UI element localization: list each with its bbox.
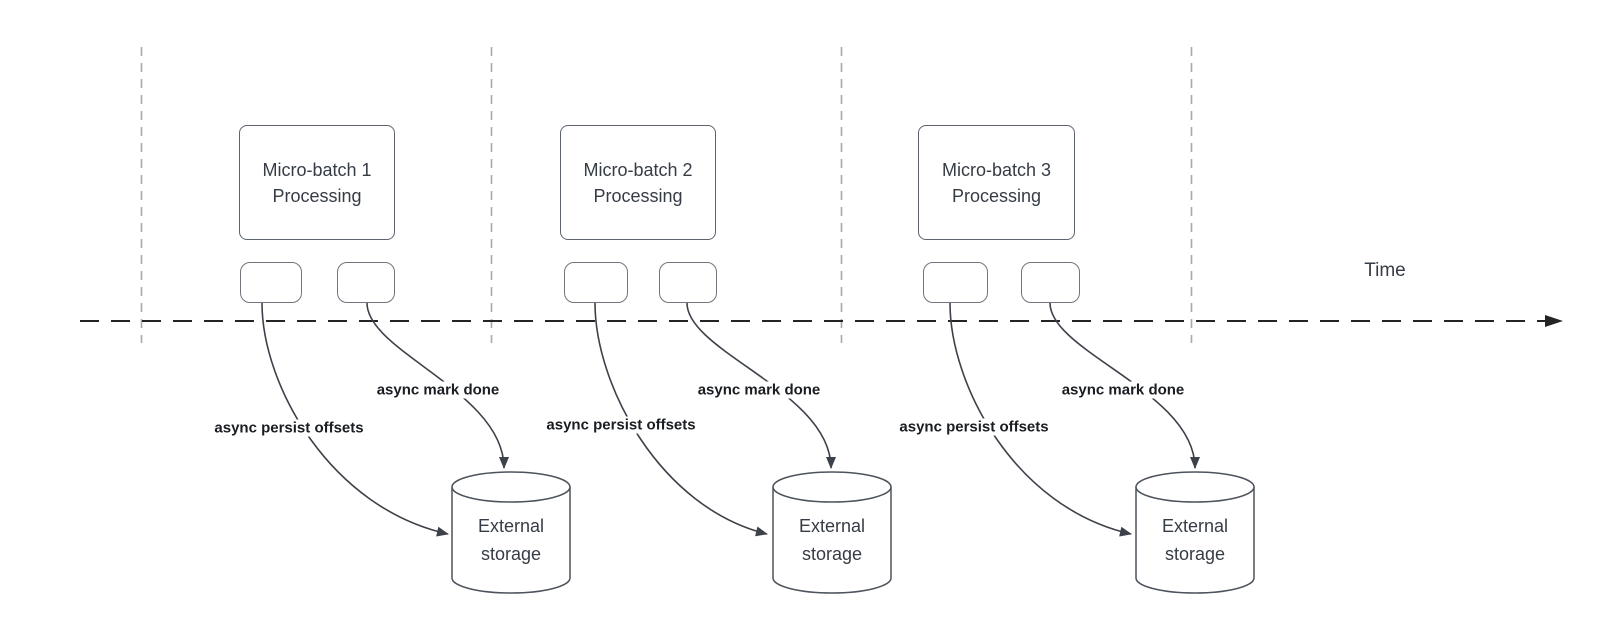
async-mark-done-task-box-1 [337, 262, 395, 303]
cylinder-body [1135, 471, 1255, 594]
persist-offsets-label-2: async persist offsets [543, 416, 699, 434]
persist-offsets-arrow-1 [261, 302, 449, 537]
mark-done-label-2: async mark done [694, 381, 824, 399]
external-storage-cylinder-2 [772, 471, 892, 594]
async-mark-done-task-box-3 [1021, 262, 1080, 303]
async-persist-task-box-3 [923, 262, 988, 303]
micro-batch-3-title: Micro-batch 3 Processing [941, 159, 1052, 206]
external-storage-label-2: External storage [798, 516, 866, 564]
cylinder-lid-arc [1135, 486, 1255, 503]
mark-done-arrow-2 [686, 302, 836, 469]
external-storage-cylinder-3 [1135, 471, 1255, 594]
cylinder-lid-arc [451, 486, 571, 503]
cylinder-body [772, 471, 892, 594]
mark-done-arrow-1 [366, 302, 509, 469]
async-mark-done-task-box-2 [659, 262, 717, 303]
persist-offsets-label-3: async persist offsets [896, 418, 1052, 436]
mark-done-label-3: async mark done [1058, 381, 1188, 399]
cylinder-body [451, 471, 571, 594]
persist-offsets-arrow-2 [594, 302, 768, 537]
persist-offsets-label-1: async persist offsets [211, 419, 367, 437]
micro-batch-2-title: Micro-batch 2 Processing [583, 159, 693, 206]
micro-batch-1-title: Micro-batch 1 Processing [262, 159, 372, 206]
mark-done-label-1: async mark done [373, 381, 503, 399]
micro-batch-2-box: Micro-batch 2 Processing [560, 125, 716, 240]
persist-offsets-arrow-3 [949, 302, 1132, 537]
external-storage-label-1: External storage [477, 516, 545, 564]
micro-batch-1-box: Micro-batch 1 Processing [239, 125, 395, 240]
mark-done-arrow-3 [1049, 302, 1200, 469]
async-persist-task-box-1 [240, 262, 302, 303]
cylinder-lid-arc [772, 486, 892, 503]
external-storage-cylinder-1 [451, 471, 571, 594]
async-persist-task-box-2 [564, 262, 628, 303]
time-axis-label: Time [1364, 260, 1406, 281]
micro-batch-3-box: Micro-batch 3 Processing [918, 125, 1075, 240]
external-storage-label-3: External storage [1161, 516, 1229, 564]
